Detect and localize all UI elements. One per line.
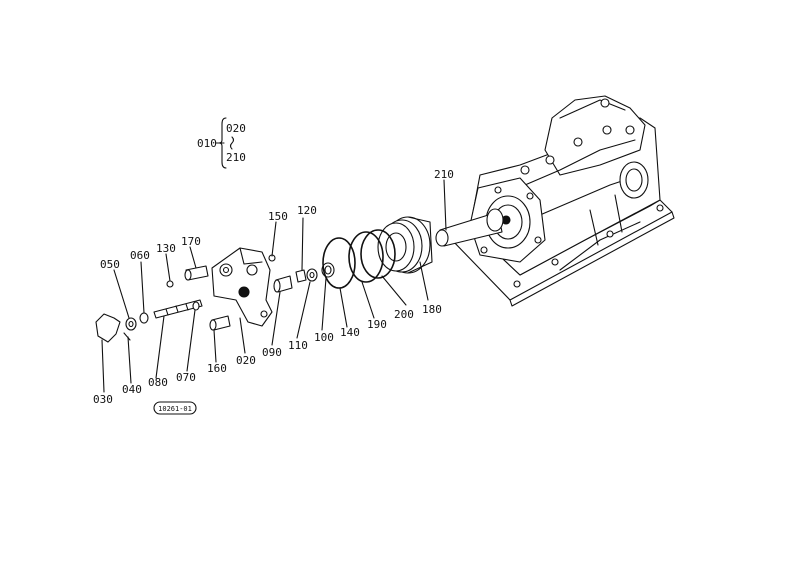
washer-110: [306, 268, 318, 282]
part-label-170: 170: [181, 235, 201, 248]
part-label-020: 020: [236, 354, 256, 367]
part-label-200: 200: [394, 308, 414, 321]
knob-030: [95, 313, 121, 343]
bolts: [166, 265, 231, 331]
legend-range-start: 020: [226, 122, 246, 135]
part-label-090: 090: [262, 346, 282, 359]
part-label-080: 080: [148, 376, 168, 389]
pin-040: [123, 332, 131, 341]
drawing-code-badge: 10261-01: [153, 401, 197, 415]
piston-180: [377, 216, 433, 274]
part-label-040: 040: [122, 383, 142, 396]
spring-120: [295, 269, 307, 283]
part-label-030: 030: [93, 393, 113, 406]
part-label-180: 180: [422, 303, 442, 316]
part-label-210: 210: [434, 168, 454, 181]
washer-050: [125, 317, 137, 331]
part-label-140: 140: [340, 326, 360, 339]
parts-legend: 010 020 210: [197, 117, 246, 169]
spool-080: [153, 299, 203, 319]
part-label-160: 160: [207, 362, 227, 375]
part-label-100: 100: [314, 331, 334, 344]
valve-body-020: [211, 247, 276, 327]
leader-lines: [101, 179, 447, 393]
small-parts-center: [273, 268, 318, 293]
ring-190: [348, 231, 384, 283]
seal-rings: [321, 229, 396, 289]
drawing-code: 10261-01: [158, 405, 192, 413]
part-label-070: 070: [176, 371, 196, 384]
nut-060: [139, 312, 149, 324]
legend-range-end: 210: [226, 151, 246, 164]
legend-assembly-number: 010: [197, 137, 217, 150]
part-labels: 210 150 120 170 130 060 050 200 180 190 …: [93, 168, 454, 406]
shaft-210: [435, 208, 504, 247]
part-label-060: 060: [130, 249, 150, 262]
part-label-190: 190: [367, 318, 387, 331]
plug-130: [166, 280, 174, 288]
gear-housing: [449, 95, 675, 307]
part-label-130: 130: [156, 242, 176, 255]
part-label-150: 150: [268, 210, 288, 223]
ring-100: [321, 262, 335, 278]
part-label-110: 110: [288, 339, 308, 352]
ring-200: [360, 229, 396, 279]
washer-070: [192, 301, 200, 311]
part-label-050: 050: [100, 258, 120, 271]
part-label-120: 120: [297, 204, 317, 217]
ring-140: [322, 237, 356, 289]
handle-parts: [95, 312, 149, 343]
